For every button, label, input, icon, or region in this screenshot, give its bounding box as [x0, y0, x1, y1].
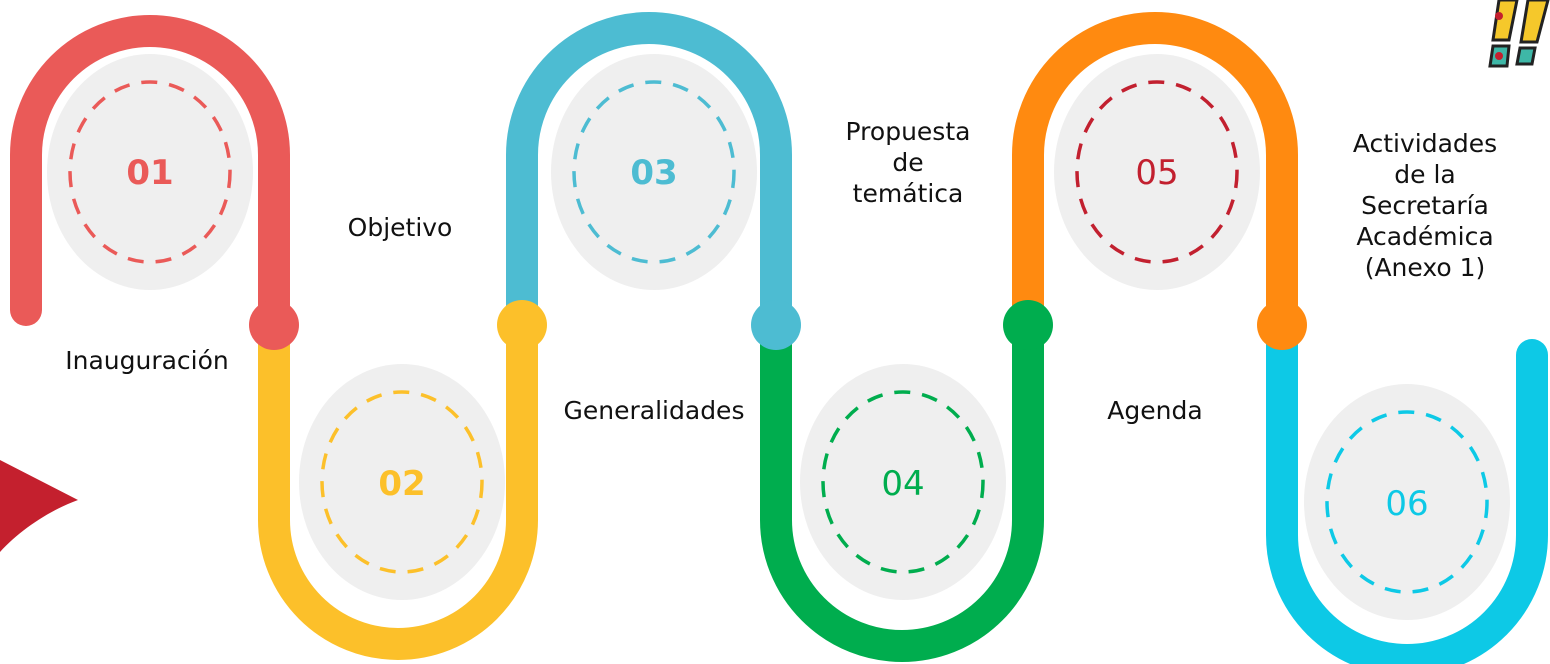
- track-segment-03: [506, 12, 792, 341]
- timeline-track: [9, 12, 1548, 664]
- step-number-02: 02: [378, 464, 425, 504]
- step-badge-05: 05: [1054, 54, 1260, 290]
- label-line: temática: [852, 179, 964, 208]
- track-segment-06: [1266, 314, 1548, 664]
- label-line: Agenda: [1107, 396, 1203, 425]
- label-line: de: [892, 148, 924, 177]
- step-number-03: 03: [630, 153, 677, 193]
- track-segment-02: [258, 314, 538, 660]
- step-badge-04: 04: [800, 364, 1006, 600]
- label-line: Académica: [1356, 222, 1494, 251]
- track-segment-05: [1012, 12, 1298, 341]
- connector-dot-02: [497, 300, 547, 350]
- step-label-05: Agenda: [1080, 395, 1230, 426]
- exclamation-marks-icon: [1488, 0, 1550, 68]
- step-number-04: 04: [881, 464, 924, 504]
- label-line: de la: [1394, 160, 1456, 189]
- label-line: Objetivo: [347, 213, 453, 242]
- connector-dot-01: [249, 300, 299, 350]
- track-segment-04: [760, 314, 1044, 662]
- track-segment-01: [9, 15, 290, 341]
- step-badges: 01 02 03 04 05 06: [47, 54, 1510, 620]
- step-number-06: 06: [1385, 484, 1428, 524]
- label-line: Actividades: [1352, 129, 1498, 158]
- step-label-03: Generalidades: [540, 395, 768, 426]
- label-line: Secretaría: [1361, 191, 1489, 220]
- connector-dot-05: [1257, 300, 1307, 350]
- step-badge-03: 03: [551, 54, 757, 290]
- step-badge-06: 06: [1304, 384, 1510, 620]
- connector-dot-03: [751, 300, 801, 350]
- label-line: Generalidades: [563, 396, 745, 425]
- step-label-01: Inauguración: [40, 345, 254, 376]
- label-line: (Anexo 1): [1364, 253, 1486, 282]
- connector-dot-04: [1003, 300, 1053, 350]
- label-line: Propuesta: [845, 117, 971, 146]
- step-number-05: 05: [1135, 153, 1178, 193]
- step-badge-02: 02: [299, 364, 505, 600]
- step-label-02: Objetivo: [320, 212, 480, 243]
- timeline-connectors: [249, 300, 1307, 350]
- red-arrow-decoration: [0, 460, 78, 552]
- step-badge-01: 01: [47, 54, 253, 290]
- label-line: Inauguración: [65, 346, 229, 375]
- step-number-01: 01: [126, 153, 173, 193]
